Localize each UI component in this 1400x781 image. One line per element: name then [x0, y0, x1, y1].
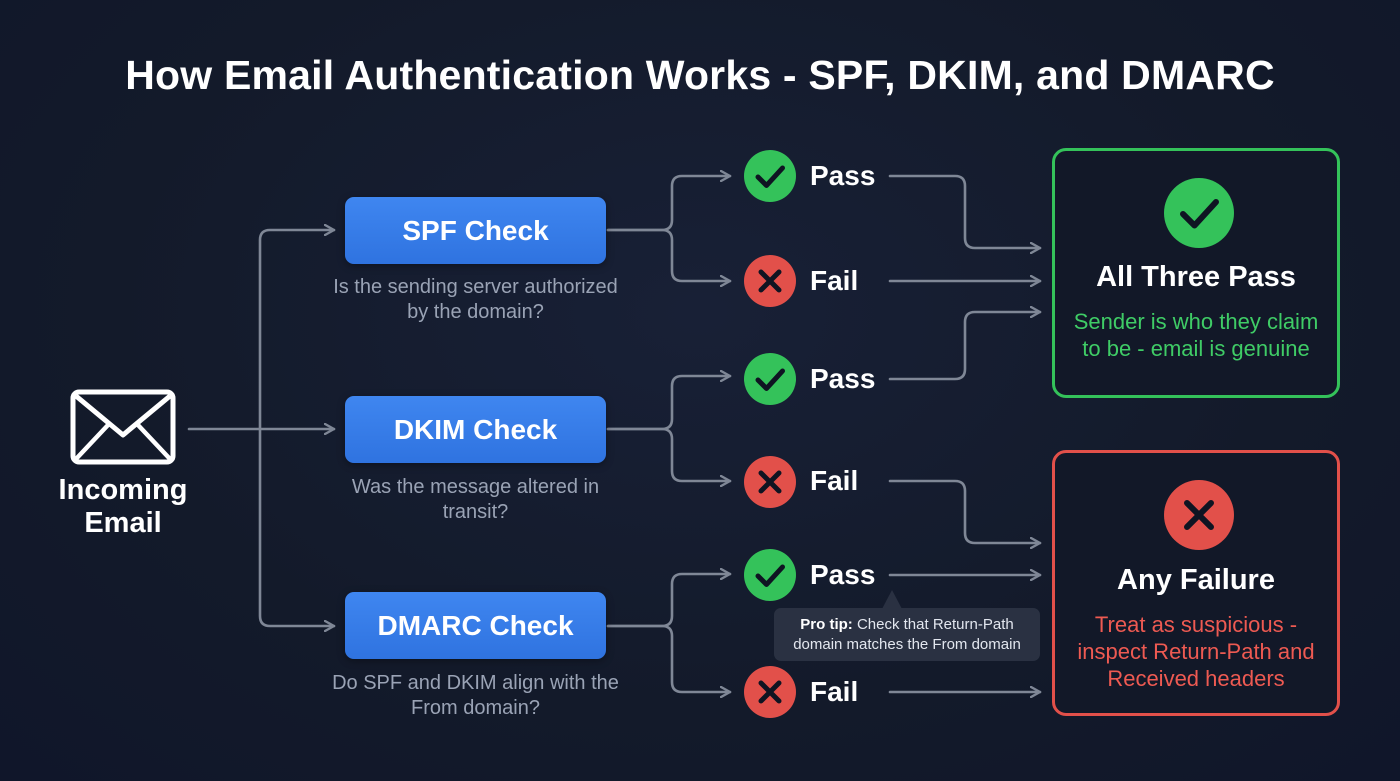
dmarc-fail-label: Fail	[810, 676, 859, 707]
any-failure-title: Any Failure	[1117, 564, 1275, 596]
spf-pass-check-icon	[744, 150, 796, 202]
spf-check-description: Is the sending server authorized by the …	[333, 276, 618, 323]
connector-dkim-pass-result	[888, 312, 1042, 381]
spf-check-box: SPF Check	[345, 197, 606, 264]
connector-spf-pass-result	[888, 174, 1042, 248]
dmarc-check-description: Do SPF and DKIM align with the From doma…	[332, 672, 619, 719]
dkim-pass-label: Pass	[810, 363, 876, 394]
any-failure-description: Treat as suspicious - inspect Return-Pat…	[1077, 612, 1315, 691]
all-pass-description: Sender is who they claim to be - email i…	[1073, 309, 1319, 361]
dmarc-check-box: DMARC Check	[345, 592, 606, 659]
pro-tip-callout: Pro tip: Check that Return-Path domain m…	[774, 608, 1040, 661]
page-title: How Email Authentication Works - SPF, DK…	[125, 52, 1275, 98]
connector-dkim-pass	[606, 376, 732, 431]
dmarc-pass-check-icon	[744, 549, 796, 601]
connector-spf-pass	[606, 176, 732, 232]
dkim-pass-check-icon	[744, 353, 796, 405]
connector-spf-fail	[606, 228, 732, 281]
all-pass-title: All Three Pass	[1096, 261, 1296, 293]
pro-tip-text: Check that Return-Path domain matches th…	[793, 616, 1021, 653]
connector-dkim-fail-result	[888, 479, 1042, 543]
all-pass-result-box: All Three Pass Sender is who they claim …	[1052, 148, 1340, 398]
connector-dmarc-fail	[606, 624, 732, 692]
spf-fail-label: Fail	[810, 265, 859, 296]
connector-dkim-fail	[606, 427, 732, 481]
incoming-email-label: Incoming Email	[58, 474, 188, 539]
spf-fail-x-icon	[744, 255, 796, 307]
all-pass-check-icon	[1164, 178, 1234, 248]
connector-email-dmarc	[258, 427, 336, 626]
dmarc-pass-label: Pass	[810, 559, 876, 590]
tip-pointer	[882, 590, 902, 609]
any-failure-x-icon	[1164, 480, 1234, 550]
pro-tip-prefix: Pro tip:	[800, 616, 853, 633]
dkim-fail-label: Fail	[810, 465, 859, 496]
envelope-icon	[70, 389, 176, 465]
connector-email-spf	[258, 230, 336, 431]
dkim-fail-x-icon	[744, 456, 796, 508]
any-failure-result-box: Any Failure Treat as suspicious - inspec…	[1052, 450, 1340, 716]
connector-dmarc-pass	[606, 574, 732, 628]
dkim-check-description: Was the message altered in transit?	[351, 476, 600, 523]
dmarc-fail-x-icon	[744, 666, 796, 718]
spf-pass-label: Pass	[810, 160, 876, 191]
dkim-check-box: DKIM Check	[345, 396, 606, 463]
